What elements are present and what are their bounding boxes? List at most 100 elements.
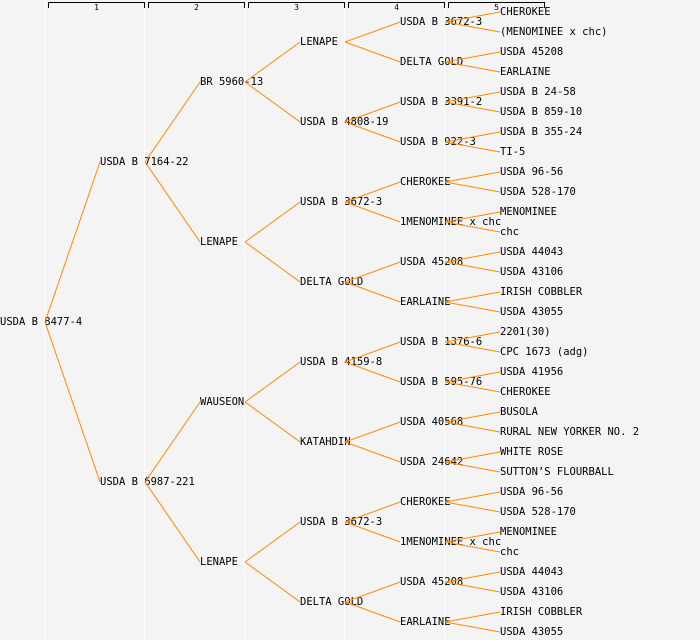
pedigree-node-gen-5[interactable]: USDA 44043 [500,566,564,578]
pedigree-link [444,181,501,193]
generation-number: 2 [194,3,199,12]
pedigree-node-gen-3[interactable]: KATAHDIN [300,436,351,448]
pedigree-node-gen-3[interactable]: USDA B 3672-3 [300,516,383,528]
pedigree-node-gen-4[interactable]: CHEROKEE [400,176,451,188]
pedigree-node-gen-5[interactable]: USDA 96-56 [500,486,564,498]
generation-number: 4 [394,3,399,12]
pedigree-link [444,451,501,463]
pedigree-link [344,21,401,43]
generation-header-3: 3 [248,2,345,12]
pedigree-node-gen-5[interactable]: USDA 43106 [500,266,564,278]
pedigree-link [244,521,301,563]
pedigree-node-gen-3[interactable]: USDA B 3672-3 [300,196,383,208]
pedigree-node-gen-3[interactable]: USDA B 4808-19 [300,116,389,128]
pedigree-link [244,241,301,283]
pedigree-node-gen-5[interactable]: USDA 43106 [500,586,564,598]
pedigree-node-gen-3[interactable]: DELTA GOLD [300,596,364,608]
pedigree-link [244,401,301,443]
pedigree-link [444,501,501,513]
generation-header-5: 5 [448,2,545,12]
pedigree-node-gen-4[interactable]: USDA B 922-3 [400,136,476,148]
pedigree-node-gen-5[interactable]: USDA 43055 [500,626,564,638]
pedigree-node-gen-5[interactable]: USDA 44043 [500,246,564,258]
pedigree-link [444,51,501,63]
pedigree-node-gen-0[interactable]: USDA B 8477-4 [0,316,83,328]
pedigree-link [344,41,401,63]
pedigree-node-gen-4[interactable]: USDA 24642 [400,456,464,468]
pedigree-node-gen-4[interactable]: 1MENOMINEE x chc [400,536,502,548]
pedigree-link [444,341,501,353]
pedigree-link [244,41,301,83]
column-divider [344,0,345,640]
pedigree-node-gen-5[interactable]: SUTTON’S FLOURBALL [500,466,614,478]
pedigree-node-gen-5[interactable]: 2201(30) [500,326,551,338]
pedigree-node-gen-5[interactable]: USDA 43055 [500,306,564,318]
pedigree-node-gen-5[interactable]: USDA 41956 [500,366,564,378]
pedigree-link [44,321,101,483]
pedigree-link [444,331,501,343]
pedigree-link [444,621,501,633]
pedigree-link [444,141,501,153]
pedigree-link [344,121,401,143]
pedigree-link [144,81,201,163]
pedigree-node-gen-5[interactable]: TI-5 [500,146,526,158]
pedigree-node-gen-4[interactable]: USDA 45208 [400,576,464,588]
pedigree-node-gen-3[interactable]: DELTA GOLD [300,276,364,288]
pedigree-node-gen-5[interactable]: USDA 528-170 [500,186,576,198]
pedigree-link [444,101,501,113]
pedigree-node-gen-1[interactable]: USDA B 6987-221 [100,476,195,488]
pedigree-link [344,101,401,123]
pedigree-link [444,171,501,183]
pedigree-node-gen-4[interactable]: CHEROKEE [400,496,451,508]
pedigree-node-gen-5[interactable]: USDA 45208 [500,46,564,58]
pedigree-node-gen-4[interactable]: EARLAINE [400,296,451,308]
pedigree-node-gen-5[interactable]: USDA 96-56 [500,166,564,178]
pedigree-node-gen-5[interactable]: IRISH COBBLER [500,286,583,298]
pedigree-node-gen-5[interactable]: MENOMINEE [500,526,557,538]
pedigree-link [444,91,501,103]
pedigree-node-gen-1[interactable]: USDA B 7164-22 [100,156,189,168]
pedigree-node-gen-5[interactable]: CHEROKEE [500,6,551,18]
pedigree-link [444,61,501,73]
pedigree-link [144,161,201,243]
pedigree-node-gen-5[interactable]: USDA B 355-24 [500,126,583,138]
pedigree-node-gen-5[interactable]: chc [500,546,519,558]
pedigree-node-gen-2[interactable]: LENAPE [200,556,238,568]
pedigree-node-gen-5[interactable]: BUSOLA [500,406,538,418]
pedigree-link [244,201,301,243]
pedigree-link [444,211,501,223]
pedigree-node-gen-2[interactable]: WAUSEON [200,396,245,408]
pedigree-node-gen-5[interactable]: CHEROKEE [500,386,551,398]
pedigree-link [344,601,401,623]
pedigree-node-gen-5[interactable]: RURAL NEW YORKER NO. 2 [500,426,640,438]
pedigree-node-gen-4[interactable]: 1MENOMINEE x chc [400,216,502,228]
generation-number: 3 [294,3,299,12]
generation-header-4: 4 [348,2,445,12]
pedigree-link [344,421,401,443]
pedigree-node-gen-2[interactable]: LENAPE [200,236,238,248]
pedigree-node-gen-5[interactable]: chc [500,226,519,238]
pedigree-node-gen-4[interactable]: DELTA GOLD [400,56,464,68]
pedigree-node-gen-4[interactable]: EARLAINE [400,616,451,628]
pedigree-node-gen-5[interactable]: USDA B 859-10 [500,106,583,118]
pedigree-node-gen-3[interactable]: USDA B 4159-8 [300,356,383,368]
pedigree-node-gen-2[interactable]: BR 5960-13 [200,76,264,88]
pedigree-node-gen-4[interactable]: USDA 45208 [400,256,464,268]
pedigree-node-gen-5[interactable]: WHITE ROSE [500,446,564,458]
pedigree-link [444,611,501,623]
pedigree-node-gen-5[interactable]: (MENOMINEE x chc) [500,26,608,38]
generation-number: 1 [94,3,99,12]
generation-number: 5 [494,3,499,12]
pedigree-node-gen-5[interactable]: USDA 528-170 [500,506,576,518]
pedigree-link [244,561,301,603]
pedigree-node-gen-3[interactable]: LENAPE [300,36,338,48]
pedigree-link [344,341,401,363]
pedigree-node-gen-5[interactable]: USDA B 24-58 [500,86,576,98]
pedigree-node-gen-5[interactable]: EARLAINE [500,66,551,78]
pedigree-node-gen-4[interactable]: USDA 40568 [400,416,464,428]
column-divider [244,0,245,640]
pedigree-node-gen-5[interactable]: IRISH COBBLER [500,606,583,618]
pedigree-node-gen-5[interactable]: MENOMINEE [500,206,557,218]
pedigree-node-gen-5[interactable]: CPC 1673 (adg) [500,346,589,358]
